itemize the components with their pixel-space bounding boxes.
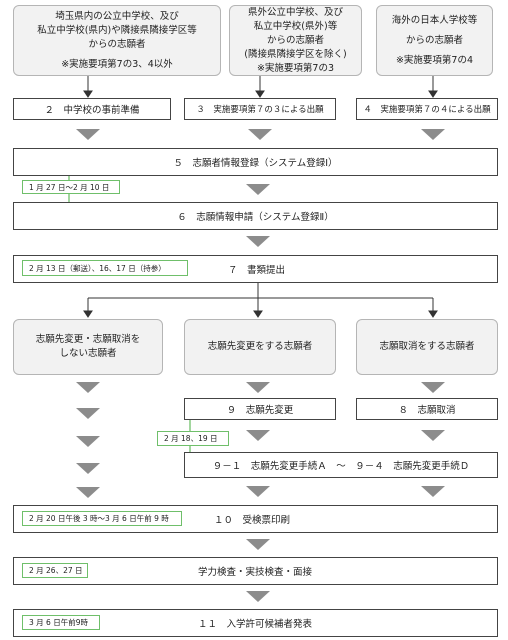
date-label-registration: 1 月 27 日～2 月 10 日 xyxy=(22,180,120,194)
step-3-box: ３ 実施要項第７の３による出願 xyxy=(184,98,336,120)
branch-left-line2: しない志願者 xyxy=(59,348,117,359)
branch-cancel: 志願取消をする志願者 xyxy=(356,319,498,375)
source-box-overseas: 海外の日本人学校等 からの志願者 ※実施要項第7の4 xyxy=(376,5,493,76)
source-a-line3: からの志願者 xyxy=(88,38,146,50)
down-arrow-icon xyxy=(421,486,445,497)
date-label-announcement: 3 月 6 日午前9時 xyxy=(22,615,100,630)
down-arrow-icon xyxy=(246,184,270,195)
down-arrow-icon xyxy=(421,129,445,140)
down-arrow-icon xyxy=(76,463,100,474)
date-label-change: 2 月 18、19 日 xyxy=(157,431,229,446)
down-arrow-icon xyxy=(76,129,100,140)
step-9-box: ９ 志願先変更 xyxy=(184,398,336,420)
source-b-line2: 私立中学校(県外)等 xyxy=(253,20,338,32)
down-arrow-icon xyxy=(76,408,100,419)
step-5-box: ５ 志願者情報登録（システム登録Ⅰ） xyxy=(13,148,498,176)
source-box-saitama: 埼玉県内の公立中学校、及び 私立中学校(県内)や隣接県隣接学区等 からの志願者 … xyxy=(13,5,221,76)
source-a-line1: 埼玉県内の公立中学校、及び xyxy=(55,10,179,22)
down-arrow-icon xyxy=(421,430,445,441)
branch-left-line1: 志願先変更・志願取消を xyxy=(35,334,141,345)
branch-change: 志願先変更をする志願者 xyxy=(184,319,336,375)
source-c-line1: 海外の日本人学校等 xyxy=(391,14,478,26)
down-arrow-icon xyxy=(246,486,270,497)
step-10-label: １０ 受検票印刷 xyxy=(214,515,291,526)
source-c-line2: からの志願者 xyxy=(405,34,463,46)
date-label-exam: 2 月 26、27 日 xyxy=(22,563,88,578)
exam-step-box: 学力検査・実技検査・面接 xyxy=(13,557,498,585)
source-b-line3: からの志願者 xyxy=(266,34,324,46)
down-arrow-icon xyxy=(246,591,270,602)
branch-right-label: 志願取消をする志願者 xyxy=(379,341,475,352)
step-11-label: １１ 入学許可候補者発表 xyxy=(198,619,313,630)
down-arrow-icon xyxy=(248,129,272,140)
source-box-out-of-prefecture: 県外公立中学校、及び 私立中学校(県外)等 からの志願者 (隣接県隣接学区を除く… xyxy=(229,5,362,76)
exam-step-label: 学力検査・実技検査・面接 xyxy=(198,567,313,578)
down-arrow-icon xyxy=(76,436,100,447)
down-arrow-icon xyxy=(421,382,445,393)
down-arrow-icon xyxy=(246,382,270,393)
source-b-line4: (隣接県隣接学区を除く) xyxy=(244,48,347,60)
step-4-box: ４ 実施要項第７の４による出願 xyxy=(356,98,498,120)
down-arrow-icon xyxy=(76,382,100,393)
step-8-box: ８ 志願取消 xyxy=(356,398,498,420)
branch-no-change: 志願先変更・志願取消を しない志願者 xyxy=(13,319,163,375)
step-10-box: １０ 受検票印刷 xyxy=(13,505,498,533)
branch-mid-label: 志願先変更をする志願者 xyxy=(207,341,313,352)
step-7-label: ７ 書類提出 xyxy=(228,265,286,276)
date-label-documents: 2 月 13 日（郵送）、16、17 日（持参） xyxy=(22,260,188,276)
down-arrow-icon xyxy=(76,487,100,498)
down-arrow-icon xyxy=(246,539,270,550)
source-c-note: ※実施要項第7の4 xyxy=(395,54,474,66)
source-b-note: ※実施要項第7の3 xyxy=(256,62,335,74)
source-a-note: ※実施要項第7の3、4以外 xyxy=(61,58,173,70)
date-label-ticket: 2 月 20 日午後 3 時～3 月 6 日午前 9 時 xyxy=(22,511,182,526)
down-arrow-icon xyxy=(246,430,270,441)
step-6-box: ６ 志願情報申請（システム登録Ⅱ） xyxy=(13,202,498,230)
step-2-box: ２ 中学校の事前準備 xyxy=(13,98,171,120)
down-arrow-icon xyxy=(246,236,270,247)
source-b-line1: 県外公立中学校、及び xyxy=(247,6,343,18)
step-9-1-to-9-4-box: ９－１ 志願先変更手続Ａ ～ ９－４ 志願先変更手続Ｄ xyxy=(184,452,498,478)
source-a-line2: 私立中学校(県内)や隣接県隣接学区等 xyxy=(37,24,197,36)
